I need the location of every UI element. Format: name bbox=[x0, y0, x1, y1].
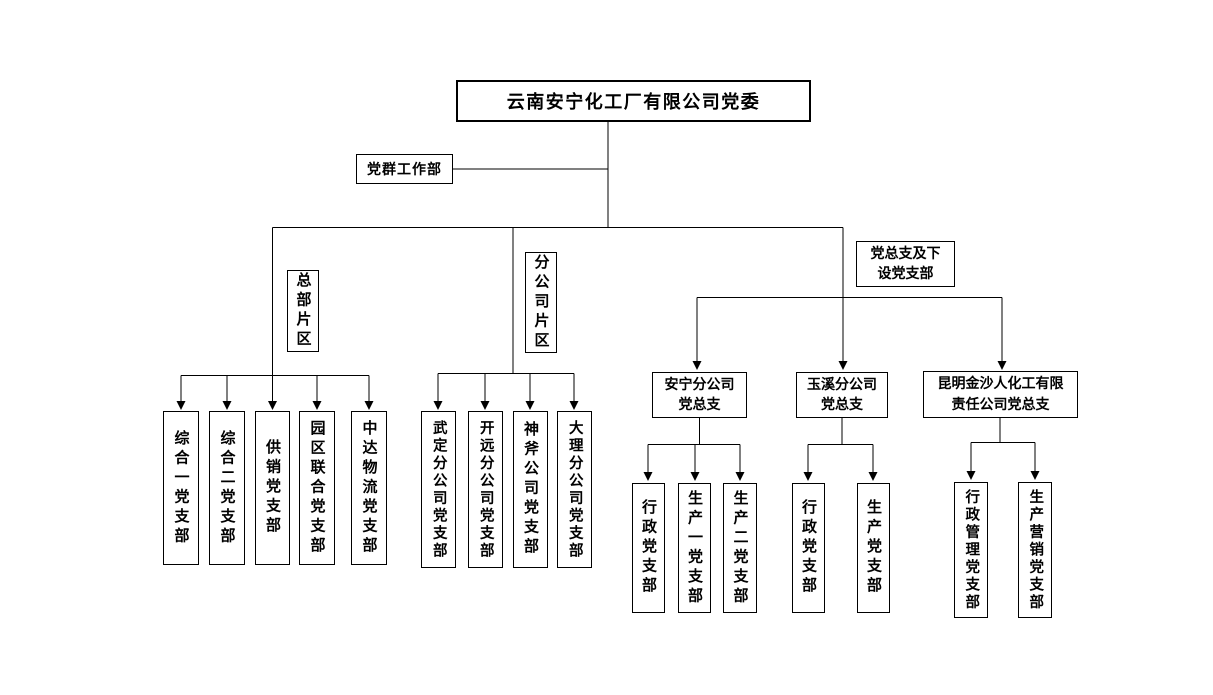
node-label: 生产一党支部 bbox=[686, 489, 704, 607]
group-head-yuxi: 玉溪分公司 党总支 bbox=[796, 372, 888, 418]
group-head-kunming-text: 昆明金沙人化工有限 责任公司党总支 bbox=[938, 374, 1064, 415]
group-head-yuxi-text: 玉溪分公司 党总支 bbox=[807, 375, 877, 416]
node-label: 园区联合党支部 bbox=[308, 419, 327, 557]
node-label: 大理分公司党支部 bbox=[566, 419, 584, 560]
node-label: 神斧公司党支部 bbox=[522, 421, 540, 558]
staff-department-node: 党群工作部 bbox=[356, 154, 453, 184]
group-head-anning: 安宁分公司 党总支 bbox=[652, 372, 747, 418]
anning-node-3: 生产二党支部 bbox=[723, 483, 757, 613]
branch-node-2: 开远分公司党支部 bbox=[468, 411, 503, 568]
section-label-hq-text: 总部片区 bbox=[294, 272, 313, 350]
hq-node-5: 中达物流党支部 bbox=[351, 411, 387, 565]
hq-node-1: 综合一党支部 bbox=[163, 411, 199, 565]
hq-node-4: 园区联合党支部 bbox=[299, 411, 335, 565]
yuxi-node-2: 生产党支部 bbox=[857, 483, 890, 613]
node-label: 生产二党支部 bbox=[731, 489, 750, 607]
section-label-general-text: 党总支及下 设党支部 bbox=[871, 244, 941, 285]
branch-node-4: 大理分公司党支部 bbox=[557, 411, 592, 568]
root-node-label: 云南安宁化工厂有限公司党委 bbox=[506, 92, 761, 113]
node-label: 供销党支部 bbox=[264, 439, 282, 537]
section-label-branch: 分公司片区 bbox=[525, 252, 557, 353]
node-label: 行政党支部 bbox=[640, 499, 658, 597]
group-head-anning-line1: 安宁分公司 bbox=[664, 376, 735, 393]
group-head-yuxi-line2: 党总支 bbox=[821, 397, 863, 413]
node-label: 综合二党支部 bbox=[218, 429, 237, 547]
node-label: 生产党支部 bbox=[865, 499, 883, 597]
section-label-general: 党总支及下 设党支部 bbox=[856, 241, 955, 287]
section-label-general-line2: 设党支部 bbox=[877, 266, 934, 282]
group-head-anning-text: 安宁分公司 党总支 bbox=[665, 375, 735, 416]
group-head-kunming: 昆明金沙人化工有限 责任公司党总支 bbox=[923, 371, 1078, 418]
group-head-kunming-line2: 责任公司党总支 bbox=[951, 396, 1050, 413]
staff-department-label: 党群工作部 bbox=[367, 162, 442, 178]
group-head-yuxi-line1: 玉溪分公司 bbox=[807, 376, 877, 393]
anning-node-2: 生产一党支部 bbox=[678, 483, 711, 613]
yuxi-node-1: 行政党支部 bbox=[792, 483, 825, 613]
group-head-anning-line2: 党总支 bbox=[678, 397, 721, 413]
node-label: 开远分公司党支部 bbox=[477, 419, 495, 560]
kunming-node-2: 生产营销党支部 bbox=[1018, 482, 1052, 618]
node-label: 行政党支部 bbox=[800, 499, 818, 597]
node-label: 生产营销党支部 bbox=[1027, 488, 1045, 612]
section-label-hq: 总部片区 bbox=[287, 270, 319, 352]
node-label: 综合一党支部 bbox=[172, 429, 191, 547]
node-label: 中达物流党支部 bbox=[360, 419, 379, 557]
section-label-branch-text: 分公司片区 bbox=[532, 253, 551, 352]
branch-node-3: 神斧公司党支部 bbox=[513, 411, 548, 568]
hq-node-2: 综合二党支部 bbox=[209, 411, 245, 565]
section-label-general-line1: 党总支及下 bbox=[870, 245, 941, 262]
anning-node-1: 行政党支部 bbox=[632, 483, 665, 613]
root-node: 云南安宁化工厂有限公司党委 bbox=[456, 80, 811, 122]
hq-node-3: 供销党支部 bbox=[255, 411, 290, 565]
node-label: 武定分公司党支部 bbox=[430, 419, 448, 560]
kunming-node-1: 行政管理党支部 bbox=[954, 482, 988, 618]
group-head-kunming-line1: 昆明金沙人化工有限 bbox=[937, 376, 1064, 393]
branch-node-1: 武定分公司党支部 bbox=[421, 411, 456, 568]
node-label: 行政管理党支部 bbox=[963, 488, 981, 612]
